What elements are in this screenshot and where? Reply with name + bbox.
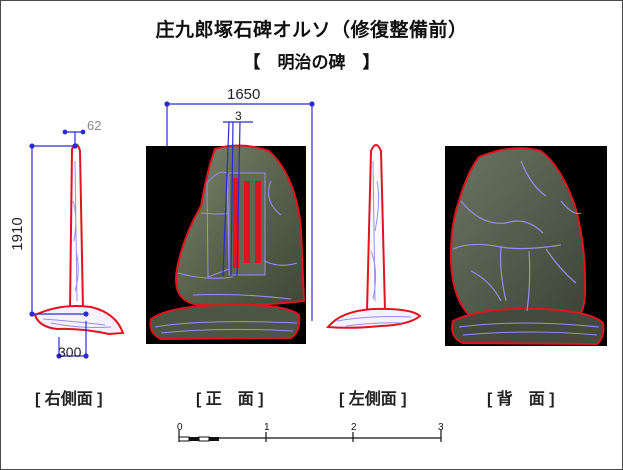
label-front: [ 正 面 ] [196, 391, 264, 408]
scale-tick-3: 3 [438, 422, 444, 433]
page-title: 庄九郎塚石碑オルソ（修復整備前） [155, 19, 468, 41]
left-side-view [326, 144, 422, 329]
scale-tick-0: 0 [177, 422, 183, 433]
height-dimension [29, 129, 89, 359]
inscription [233, 178, 261, 268]
label-back: [ 背 面 ] [487, 391, 555, 408]
back-view [445, 146, 607, 346]
width-dimension [164, 101, 315, 321]
height-dimension-label: 1910 [9, 217, 26, 250]
scale-bar: 0 1 2 3 [177, 422, 444, 442]
scale-tick-1: 1 [264, 422, 270, 433]
page-subtitle: 【 明治の碑 】 [243, 53, 380, 73]
base-width-label: 300 [58, 344, 82, 360]
top-thickness-label: 62 [87, 118, 101, 133]
front-view [146, 144, 306, 344]
scale-tick-2: 2 [351, 422, 357, 433]
label-left-side: [ 左側面 ] [339, 391, 407, 408]
front-top-label: 3 [235, 109, 242, 123]
label-right-side: [ 右側面 ] [35, 391, 103, 408]
width-dimension-label: 1650 [227, 86, 260, 103]
right-side-view [33, 143, 125, 336]
